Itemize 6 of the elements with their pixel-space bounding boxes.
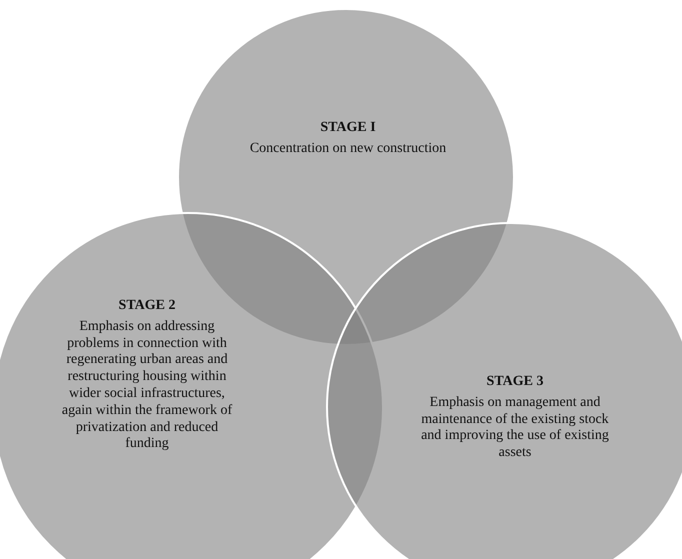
stage-heading: STAGE 2 [118,298,176,315]
stage-heading: STAGE I [320,120,376,137]
stage-heading: STAGE 3 [486,374,544,391]
stage-description: Emphasis on addressing problems in connection with regenerating urban areas and restructuring housing within wider social infrastructures, again within the framework of privatization and reduced funding [60,318,234,454]
stage-description: Emphasis on management and maintenance of the existing stock and improving the use of existing assets [420,394,610,462]
stage-description: Concentration on new construction [250,140,446,158]
